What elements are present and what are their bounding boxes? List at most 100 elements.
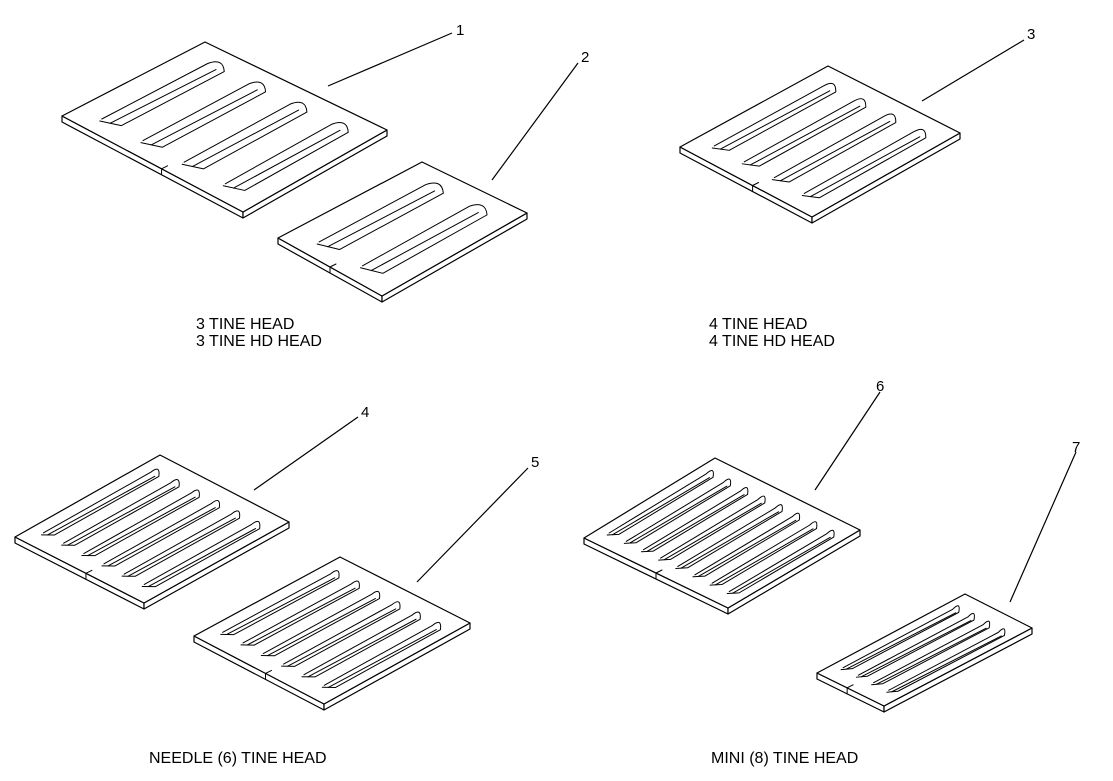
tine-inner-line	[809, 136, 921, 198]
tine-inner-line	[876, 627, 987, 685]
plate-top-face	[816, 593, 1033, 707]
plate-top-face	[679, 65, 961, 218]
tine-inner-line	[697, 519, 797, 577]
plate-notch	[846, 684, 854, 695]
callout-6: 6	[876, 378, 884, 395]
tine-slot	[40, 468, 160, 536]
caption-needle-tine-head: NEEDLE (6) TINE HEAD	[149, 750, 327, 767]
tine-slot	[726, 529, 835, 595]
tine-slot	[260, 590, 381, 657]
tine-slot	[321, 621, 442, 689]
tine-slot	[61, 479, 180, 546]
tine-inner-line	[646, 494, 745, 552]
tine-head-plate-2	[277, 161, 528, 303]
tine-inner-line	[327, 190, 436, 248]
caption-3-tine-head: 3 TINE HEAD	[196, 316, 294, 333]
callout-2: 2	[581, 49, 589, 66]
tine-inner-line	[191, 109, 300, 168]
tine-slot	[871, 620, 991, 686]
callout-5: 5	[531, 454, 539, 471]
tine-inner-line	[749, 105, 861, 166]
tine-inner-line	[226, 577, 336, 635]
tine-inner-line	[127, 517, 236, 577]
plate-notch	[752, 182, 760, 192]
tine-inner-line	[680, 511, 780, 569]
callout-3: 3	[1027, 26, 1035, 43]
plate-top-face	[14, 454, 290, 604]
tine-slot	[658, 495, 766, 561]
plate-top-face	[193, 556, 471, 705]
callout-7: 7	[1072, 439, 1080, 456]
tine-slot	[360, 204, 488, 274]
tine-slot	[316, 182, 444, 251]
tine-inner-line	[307, 618, 417, 678]
tine-slot	[640, 487, 749, 553]
plate-notch	[161, 165, 169, 176]
plate-notch	[85, 569, 93, 580]
caption-mini-tine-head: MINI (8) TINE HEAD	[711, 750, 858, 767]
tine-slot	[840, 605, 960, 671]
callout-1: 1	[456, 22, 464, 39]
tine-slot	[606, 469, 714, 536]
tine-head-plate-5	[193, 556, 471, 711]
tine-slot	[140, 81, 267, 148]
tine-slot	[709, 521, 818, 586]
leader-line-3	[921, 39, 1025, 102]
tine-slot	[801, 128, 927, 199]
tine-inner-line	[47, 475, 156, 536]
tine-inner-line	[612, 477, 711, 536]
tine-inner-line	[860, 620, 972, 678]
leader-line-1	[327, 32, 453, 87]
tine-head-plate-4	[14, 454, 290, 610]
tine-inner-line	[845, 612, 957, 670]
tine-inner-line	[779, 120, 891, 182]
plate-notch	[329, 263, 337, 274]
caption-4-tine-hd-head: 4 TINE HD HEAD	[709, 333, 835, 350]
tine-slot	[711, 82, 837, 151]
tine-inner-line	[327, 629, 437, 688]
tine-inner-line	[719, 90, 831, 150]
caption-3-tine-hd-head: 3 TINE HD HEAD	[196, 333, 322, 350]
tine-inner-line	[629, 485, 728, 544]
plate-notch	[655, 569, 663, 580]
plate-notch	[265, 669, 272, 680]
tine-inner-line	[370, 212, 479, 272]
tine-slot	[855, 612, 975, 678]
leader-line-4	[253, 416, 359, 491]
tine-slot	[240, 580, 360, 646]
leader-line-5	[416, 467, 529, 583]
tine-inner-line	[109, 69, 217, 124]
tine-slot	[181, 101, 308, 170]
tine-slot	[301, 611, 421, 678]
tine-slot	[623, 478, 732, 544]
tine-slot	[101, 499, 221, 567]
tine-inner-line	[663, 502, 762, 561]
tine-inner-line	[266, 598, 376, 657]
plate-top-face	[61, 41, 388, 213]
tine-slot	[99, 61, 225, 127]
tine-inner-line	[147, 528, 257, 588]
tine-inner-line	[287, 608, 397, 667]
tine-slot	[81, 489, 200, 557]
leader-line-2	[491, 62, 579, 181]
leader-line-6	[814, 391, 881, 491]
callout-4: 4	[361, 404, 369, 421]
tine-inner-line	[891, 635, 1002, 693]
tine-inner-line	[233, 129, 341, 189]
tine-slot	[141, 520, 261, 588]
tine-inner-line	[87, 496, 196, 557]
tine-slot	[741, 98, 867, 167]
tine-slot	[220, 570, 340, 636]
caption-4-tine-head: 4 TINE HEAD	[709, 316, 807, 333]
tine-inner-line	[732, 536, 831, 594]
leader-line-7	[1009, 451, 1077, 603]
tine-head-plate-6	[583, 457, 861, 615]
tine-slot	[121, 510, 241, 577]
tine-slot	[675, 504, 783, 569]
tine-inner-line	[67, 486, 176, 546]
tine-inner-line	[150, 89, 258, 146]
plate-top-face	[277, 161, 528, 297]
tine-head-plate-3	[679, 65, 961, 224]
tine-inner-line	[715, 528, 814, 586]
